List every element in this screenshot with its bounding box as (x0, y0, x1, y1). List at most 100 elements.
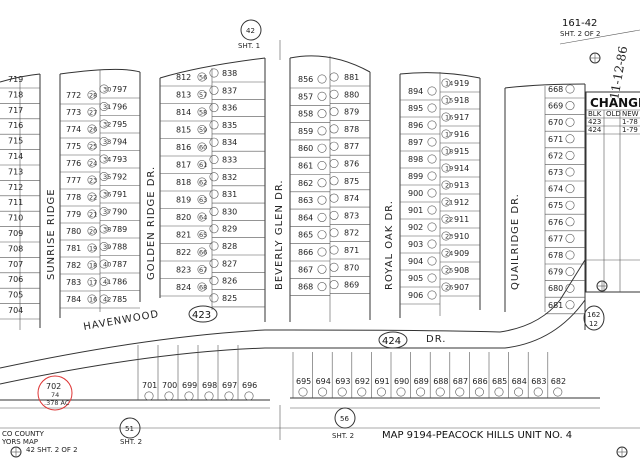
lot-797: 797 (112, 85, 127, 94)
lot-830: 830 (222, 207, 237, 216)
lot-691-circle (376, 387, 386, 397)
lot-894: 894 (408, 87, 423, 96)
lot-910-sub: 23 (445, 233, 453, 241)
lot-870-circle (329, 262, 339, 272)
lot-708: 708 (8, 244, 23, 253)
lot-896-circle (427, 120, 437, 130)
lot-790: 790 (112, 208, 127, 217)
lot-783-circle (87, 277, 97, 287)
lot-687-circle (455, 387, 465, 397)
lot-672: 672 (548, 151, 563, 160)
lot-835: 835 (222, 121, 237, 130)
lot-772-circle (87, 90, 97, 100)
lot-669: 669 (548, 102, 563, 111)
lot-820-circle (197, 212, 207, 222)
lot-911-circle (441, 214, 451, 224)
lot-797-circle (99, 84, 109, 94)
lot-912-sub: 21 (445, 199, 453, 207)
lot-794: 794 (112, 138, 127, 147)
lot-789-sub: 38 (103, 226, 111, 234)
lot-908-sub: 25 (445, 267, 453, 275)
lot-709: 709 (8, 229, 23, 238)
lot-796-circle (99, 102, 109, 112)
lot-822-sub: 66 (199, 249, 207, 257)
lot-910-circle (441, 231, 451, 241)
lot-871: 871 (344, 246, 359, 255)
lot-917-sub: 16 (445, 114, 453, 122)
lot-694-circle (318, 387, 328, 397)
lot-815-circle (197, 125, 207, 135)
lot-913-sub: 20 (445, 182, 453, 190)
lot-779-circle (87, 209, 97, 219)
lot-683: 683 (531, 377, 546, 386)
lot-826-circle (209, 276, 219, 286)
lot-687: 687 (453, 377, 468, 386)
lot-678-circle (565, 250, 575, 260)
street-royal-oak: ROYAL OAK DR. (384, 200, 395, 290)
lot-698-circle (204, 391, 214, 401)
lot-900: 900 (408, 189, 423, 198)
lot-913: 913 (454, 181, 469, 190)
lot-858: 858 (298, 110, 313, 119)
lot-903: 903 (408, 240, 423, 249)
lot-831-circle (209, 189, 219, 199)
lot-881: 881 (344, 73, 359, 82)
lot-835-circle (209, 120, 219, 130)
lot-779-sub: 21 (89, 211, 97, 219)
changes-col-old: OLD (606, 110, 621, 118)
lot-918: 918 (454, 96, 469, 105)
lot-877: 877 (344, 142, 359, 151)
lot-915-circle (441, 146, 451, 156)
lot-668-circle (565, 84, 575, 94)
lot-836: 836 (222, 104, 237, 113)
lot-701: 701 (142, 381, 157, 390)
block-423: 423 (192, 310, 211, 321)
lot-711: 711 (8, 198, 23, 207)
lot-693-circle (337, 387, 347, 397)
lot-912-circle (441, 197, 451, 207)
lot-681-circle (565, 300, 575, 310)
lot-901: 901 (408, 206, 423, 215)
lot-773-sub: 27 (89, 109, 97, 117)
lot-873: 873 (344, 211, 359, 220)
lot-902: 902 (408, 223, 423, 232)
lot-707: 707 (8, 260, 23, 269)
lot-700-circle (164, 391, 174, 401)
lot-816-circle (197, 142, 207, 152)
lot-814-sub: 58 (199, 109, 207, 117)
lot-899: 899 (408, 172, 423, 181)
lot-695-circle (298, 387, 308, 397)
lot-670-circle (565, 117, 575, 127)
lot-857-circle (317, 91, 327, 101)
changes-row-1-new: 1-78 (622, 118, 638, 126)
lot-781: 781 (66, 244, 81, 253)
lot-numbers: 7197187177167157147137127117107097087077… (8, 68, 575, 401)
lot-904-circle (427, 256, 437, 266)
lot-869-circle (329, 280, 339, 290)
lot-881-circle (329, 72, 339, 82)
lot-897: 897 (408, 138, 423, 147)
lot-916-sub: 17 (445, 131, 453, 139)
lot-671-circle (565, 134, 575, 144)
lot-793: 793 (112, 155, 127, 164)
lot-792: 792 (112, 173, 127, 182)
lot-875-circle (329, 176, 339, 186)
lot-783-sub: 17 (89, 279, 97, 287)
lot-702: 702 (46, 382, 61, 391)
changes-row-1-blk: 423 (588, 118, 601, 126)
lot-905-circle (427, 273, 437, 283)
lot-820-sub: 64 (199, 214, 207, 222)
lot-673-circle (565, 167, 575, 177)
lot-685-circle (494, 387, 504, 397)
lot-782: 782 (66, 261, 81, 270)
lot-837: 837 (222, 86, 237, 95)
lot-781-circle (87, 243, 97, 253)
lot-825-circle (209, 293, 219, 303)
lot-819-circle (197, 195, 207, 205)
lot-828-circle (209, 241, 219, 251)
lot-898-circle (427, 154, 437, 164)
lot-821-circle (197, 230, 207, 240)
lot-879-circle (329, 107, 339, 117)
lot-701-circle (144, 391, 154, 401)
lot-676-circle (565, 217, 575, 227)
